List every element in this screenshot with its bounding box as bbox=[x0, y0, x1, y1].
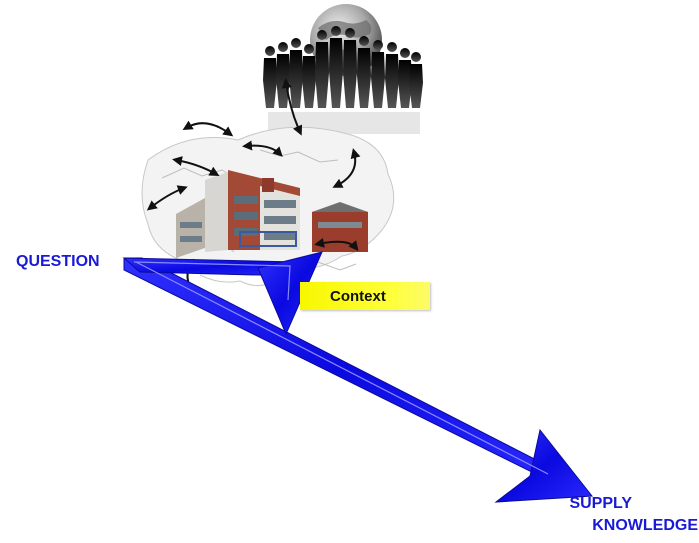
person-silhouette bbox=[315, 30, 329, 108]
person-silhouette bbox=[357, 36, 371, 108]
person-silhouette bbox=[343, 28, 357, 108]
blue-flow-arrows bbox=[122, 251, 593, 503]
person-silhouette bbox=[385, 42, 399, 108]
person-silhouette bbox=[302, 44, 316, 108]
knowledge-label: KNOWLEDGE bbox=[592, 517, 698, 534]
person-silhouette bbox=[371, 40, 385, 108]
interaction-arrows bbox=[146, 78, 361, 296]
context-label: Context bbox=[330, 288, 386, 305]
question-label: QUESTION bbox=[16, 253, 100, 270]
person-silhouette bbox=[329, 26, 343, 108]
person-silhouette bbox=[289, 38, 303, 108]
context-box: Context bbox=[300, 282, 430, 310]
school-building-photo bbox=[176, 170, 368, 258]
person-silhouette bbox=[263, 46, 277, 108]
person-silhouette bbox=[398, 48, 412, 108]
supply-label: SUPPLY bbox=[569, 495, 632, 512]
person-silhouette bbox=[409, 52, 423, 108]
